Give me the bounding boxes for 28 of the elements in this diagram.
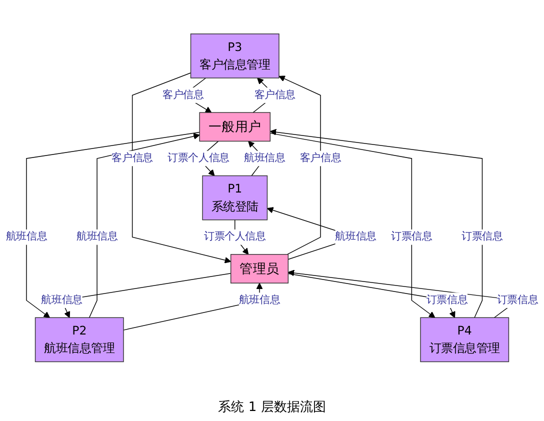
edge-label: 订票个人信息 (168, 152, 230, 164)
arrow (26, 132, 200, 318)
edge-label: 航班信息 (41, 294, 82, 306)
edge-label: 客户信息 (300, 152, 342, 164)
arrow (270, 132, 436, 318)
arrow (278, 75, 321, 254)
node-box: P1 系统登陆 (202, 175, 268, 220)
edge-label: 航班信息 (335, 230, 376, 242)
node-box: 一般用户 (199, 112, 271, 142)
edge-label: 航班信息 (76, 230, 118, 242)
node-box: P4 订票信息管理 (420, 316, 510, 362)
arrow (132, 72, 232, 264)
edge-label: 客户信息 (162, 88, 204, 100)
edge-label: 客户信息 (112, 152, 153, 164)
edge-label: 航班信息 (238, 294, 280, 306)
arrow (88, 132, 200, 318)
caption: 系统 1 层数据流图 (218, 399, 326, 416)
edge-label: 订票信息 (426, 294, 468, 306)
node-box: P2 航班信息管理 (34, 316, 124, 362)
edge-label: 航班信息 (244, 152, 286, 164)
edge-label: 航班信息 (6, 230, 48, 242)
edge-label: 客户信息 (254, 88, 296, 100)
edge-label: 订票个人信息 (204, 230, 266, 242)
edge-label: 订票信息 (391, 230, 432, 242)
node-box: P3 客户信息管理 (190, 33, 280, 78)
edge-label: 订票信息 (496, 294, 538, 306)
node-box: 管理员 (230, 254, 289, 284)
edge-label: 订票信息 (462, 230, 503, 242)
